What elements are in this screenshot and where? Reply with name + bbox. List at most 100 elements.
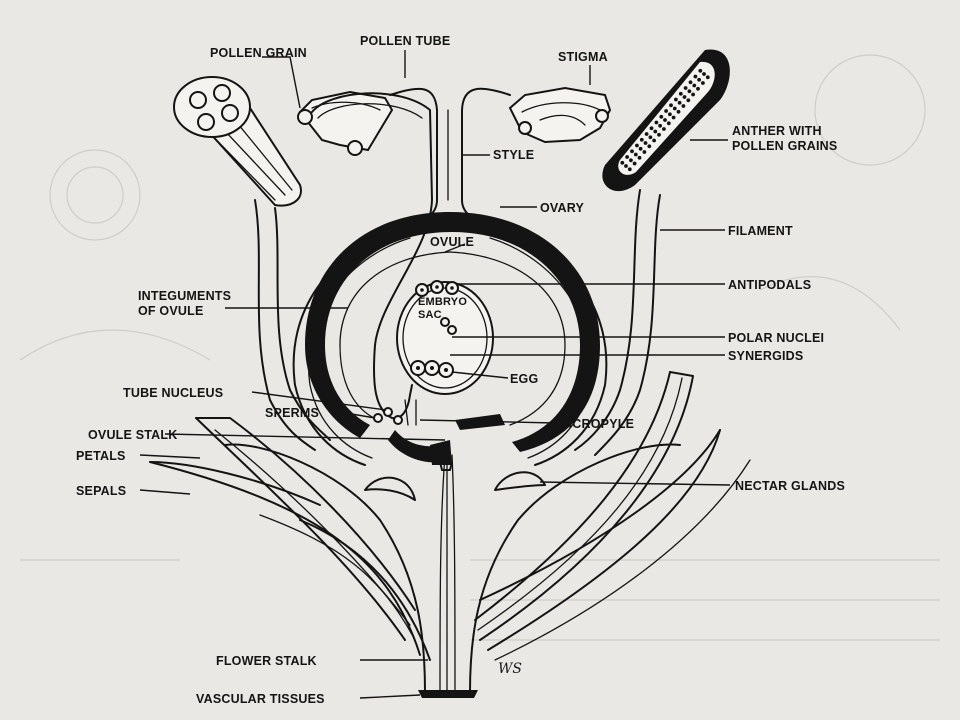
anther-left: [173, 76, 302, 207]
label-integuments-line1: INTEGUMENTS: [138, 289, 231, 303]
pollen-dot: [627, 167, 632, 172]
pollen-dot: [698, 68, 703, 73]
pollen-dot: [620, 160, 625, 165]
pollen-dot: [696, 86, 700, 91]
pollen-grains: [620, 68, 710, 172]
polar-nuclei: [440, 317, 457, 335]
label-tube-nucleus: TUBE NUCLEUS: [123, 386, 223, 400]
pollen-dot: [659, 114, 664, 119]
labels: POLLEN GRAIN POLLEN TUBE STIGMA ANTHER W…: [76, 34, 845, 706]
pollen-dot: [668, 112, 672, 117]
pollen-dot: [687, 89, 692, 94]
anther-with-pollen-grains: [602, 49, 730, 192]
pollen-dot: [681, 104, 686, 108]
pollen-dot: [688, 80, 693, 85]
pollen-dot: [669, 103, 673, 108]
pollen-dot: [644, 132, 649, 136]
label-embryo-sac-line2: SAC: [418, 309, 442, 321]
label-synergids: SYNERGIDS: [728, 349, 803, 363]
pollen-dot: [648, 135, 653, 140]
pollen-dot: [701, 81, 705, 85]
label-ovule-stalk: OVULE STALK: [88, 428, 177, 442]
pollen-dot: [702, 72, 706, 76]
label-filament: FILAMENT: [728, 224, 793, 238]
pollen-dot: [705, 75, 710, 80]
pollen-dot: [649, 126, 654, 131]
pollen-dot: [691, 92, 695, 97]
pollen-dot: [664, 109, 668, 113]
artist-signature: WS: [498, 661, 522, 677]
leader-lines: [139, 50, 731, 699]
label-antipodals: ANTIPODALS: [728, 278, 811, 292]
pollen-dot: [658, 123, 662, 128]
petals: [195, 417, 416, 641]
pollen-grain: [297, 109, 609, 156]
ovule: [305, 212, 600, 465]
filament: [574, 189, 661, 456]
sperms: [373, 413, 403, 425]
pollen-dot: [635, 143, 639, 148]
pollen-dot: [652, 138, 656, 143]
pollen-dot: [676, 109, 681, 114]
pollen-dot: [654, 120, 659, 125]
pollen-dot: [692, 83, 697, 88]
label-petals: PETALS: [76, 449, 126, 463]
label-flower-stalk: FLOWER STALK: [216, 654, 317, 668]
pollen-dot: [674, 97, 678, 102]
label-stigma: STIGMA: [558, 50, 608, 64]
antipodals: [415, 280, 459, 297]
label-egg: EGG: [510, 372, 538, 386]
label-polar-nuclei: POLAR NUCLEI: [728, 331, 824, 345]
pollen-dot: [647, 144, 652, 149]
style: [389, 87, 511, 229]
nectar-glands: [364, 471, 546, 501]
pollen-dot: [666, 121, 671, 126]
pollen-dot: [630, 149, 634, 154]
pollen-dot: [686, 98, 691, 103]
label-ovary: OVARY: [540, 201, 585, 215]
pollen-dot: [693, 74, 698, 79]
label-anther-line1: ANTHER WITH: [732, 124, 822, 138]
pollen-dot: [663, 118, 667, 122]
pollen-dot: [629, 158, 633, 163]
pollen-dot: [671, 115, 676, 120]
pollen-dot: [682, 95, 687, 99]
stigma-left: [298, 90, 394, 152]
label-pollen-tube: POLLEN TUBE: [360, 34, 450, 48]
pollen-dot: [653, 129, 658, 134]
label-sperms: SPERMS: [265, 406, 319, 420]
pollen-dot: [678, 91, 683, 96]
petals-right: [474, 371, 751, 661]
pollen-dot: [677, 100, 682, 105]
pollen-dot: [639, 137, 644, 142]
label-vascular-tissues: VASCULAR TISSUES: [196, 692, 325, 706]
label-ovule: OVULE: [430, 235, 474, 249]
label-integuments-line2: OF OVULE: [138, 304, 204, 318]
pollen-dot: [643, 141, 648, 145]
label-sepals: SEPALS: [76, 484, 126, 498]
egg: [438, 362, 454, 378]
pollen-dot: [625, 155, 629, 159]
pollen-dot: [657, 132, 661, 137]
pollen-dot: [672, 106, 677, 111]
sepals: [149, 461, 431, 661]
label-nectar-glands: NECTAR GLANDS: [735, 479, 845, 493]
integuments-of-ovule: [339, 251, 566, 426]
label-embryo-sac-line1: EMBRYO: [418, 296, 467, 308]
background-bleed: [19, 54, 940, 641]
pollen-dot: [633, 152, 638, 157]
pollen-dot: [632, 161, 637, 166]
label-micropyle: MICROPYLE: [558, 417, 634, 431]
pollen-dot: [624, 164, 628, 168]
label-style: STYLE: [493, 148, 534, 162]
ovule-stalk: [439, 461, 453, 471]
vascular-tissues: [418, 690, 478, 698]
pollen-dot: [697, 77, 701, 82]
label-anther-line2: POLLEN GRAINS: [732, 139, 837, 153]
pollen-dot: [638, 146, 643, 151]
pollen-dot: [642, 150, 647, 154]
pollen-dot: [662, 127, 666, 131]
label-pollen-grain: POLLEN GRAIN: [210, 46, 307, 60]
pollen-dot: [683, 86, 688, 90]
